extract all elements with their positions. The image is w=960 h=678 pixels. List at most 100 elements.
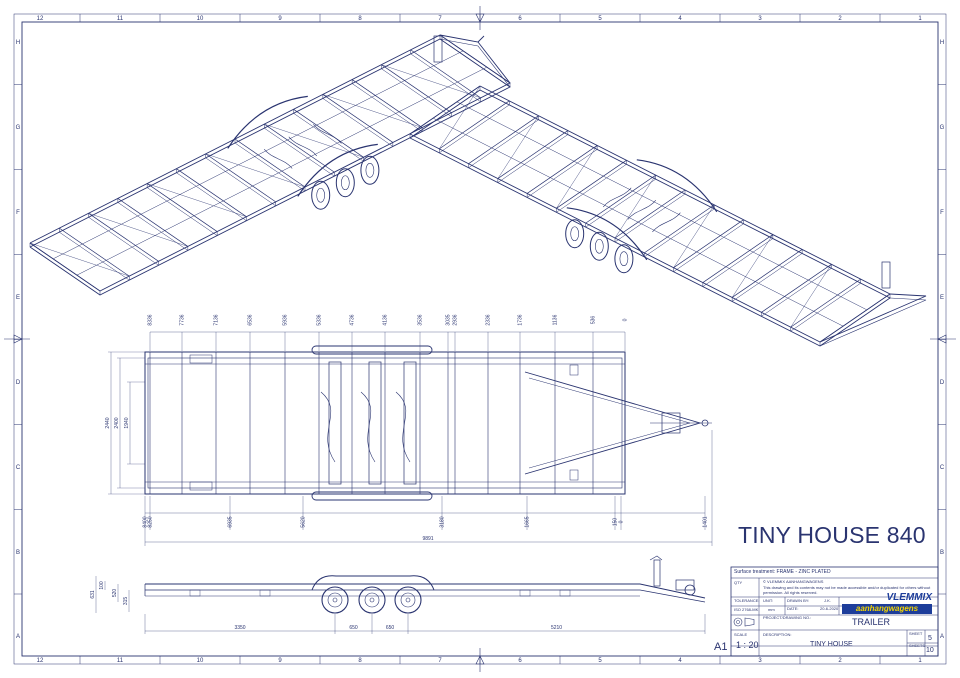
plan-top-dim-1136: 1136 xyxy=(553,314,559,325)
row-label-left-E: E xyxy=(16,295,20,301)
col-label-top-12: 12 xyxy=(37,16,44,22)
plan-top-dim-536: 536 xyxy=(591,316,597,325)
project-label: PROJECT/DRAWING NO.: xyxy=(763,615,812,620)
col-label-bottom-6: 6 xyxy=(518,658,522,664)
sheets-label: SHEETS xyxy=(909,643,926,648)
col-label-bottom-7: 7 xyxy=(438,658,442,664)
row-label-right-H: H xyxy=(940,40,944,46)
side-view xyxy=(144,555,706,614)
plan-top-dim-2936: 2936 xyxy=(453,314,459,325)
project-value: TRAILER xyxy=(852,617,891,627)
plan-bottom-dim-0: 0 xyxy=(619,520,625,523)
col-label-bottom-10: 10 xyxy=(197,658,204,664)
plan-top-dim-4136: 4136 xyxy=(383,314,389,325)
col-label-bottom-4: 4 xyxy=(678,658,682,664)
col-label-bottom-8: 8 xyxy=(358,658,362,664)
drawn-by-value: J.K. xyxy=(824,598,831,603)
sheet-label: SHEET xyxy=(909,631,923,636)
side-left-dim-631: 631 xyxy=(90,590,96,599)
plan-bottom-dim-1665: 1665 xyxy=(525,516,531,527)
row-label-right-A: A xyxy=(940,634,944,640)
side-bottom-dim-5210: 5210 xyxy=(551,625,562,631)
plan-left-dim-2440: 2440 xyxy=(105,417,111,428)
plan-top-dim-0: 0 xyxy=(623,318,629,321)
qty-label: QTY xyxy=(734,580,743,585)
plan-top-dim-3536: 3536 xyxy=(418,314,424,325)
plan-bottom-dim-1401: 1401 xyxy=(703,516,709,527)
plan-bottom-dim-6935: 6935 xyxy=(228,516,234,527)
plan-left-dim-2400: 2400 xyxy=(114,417,120,428)
row-label-left-F: F xyxy=(16,210,20,216)
plan-top-dim-5936: 5936 xyxy=(283,314,289,325)
vlemmix-logo: VLEMMIX aanhangwagens xyxy=(842,593,932,615)
col-label-top-2: 2 xyxy=(838,16,842,22)
col-label-top-4: 4 xyxy=(678,16,682,22)
row-label-right-F: F xyxy=(940,210,944,216)
row-label-right-C: C xyxy=(940,465,945,471)
plan-overall-length: 9891 xyxy=(422,536,433,542)
tolerance-value: ISO 2768-MK xyxy=(734,607,759,612)
sheet-value: 5 xyxy=(928,635,932,642)
col-label-bottom-5: 5 xyxy=(598,658,602,664)
isometric-view-right xyxy=(409,85,927,347)
surface-treatment: Surface treatment: FRAME - ZINC PLATED xyxy=(734,569,831,575)
col-label-top-3: 3 xyxy=(758,16,762,22)
logo-tagline: aanhangwagens xyxy=(842,604,932,614)
plan-top-dim-7136: 7136 xyxy=(214,314,220,325)
tolerance-label: TOLERANCE: xyxy=(734,598,760,603)
description-value: TINY HOUSE xyxy=(810,641,853,648)
plan-top-dim-3035: 3035 xyxy=(446,314,452,325)
unit-label: UNIT: xyxy=(763,598,773,603)
plan-view xyxy=(144,345,712,501)
plan-bottom-dim-8250: 8250 xyxy=(148,516,154,527)
row-label-left-D: D xyxy=(16,380,21,386)
row-label-left-H: H xyxy=(16,40,20,46)
side-bottom-dim-650: 650 xyxy=(386,625,395,631)
plan-left-dim-1940: 1940 xyxy=(124,417,130,428)
isometric-view-left xyxy=(29,34,511,296)
drawing-title: TINY HOUSE 840 xyxy=(738,522,926,548)
row-label-right-B: B xyxy=(940,550,944,556)
col-label-top-5: 5 xyxy=(598,16,602,22)
col-label-top-7: 7 xyxy=(438,16,442,22)
plan-bottom-dim-150: 150 xyxy=(613,518,619,527)
col-label-top-10: 10 xyxy=(197,16,204,22)
col-label-bottom-9: 9 xyxy=(278,658,282,664)
sheet-frame xyxy=(4,6,956,672)
sheets-value: 10 xyxy=(926,647,934,654)
col-label-bottom-1: 1 xyxy=(918,658,922,664)
side-left-dim-315: 315 xyxy=(123,597,129,606)
row-label-left-A: A xyxy=(16,634,20,640)
plan-top-dim-5336: 5336 xyxy=(317,314,323,325)
copyright: © VLEMMIX AANHANGWAGENS xyxy=(763,579,824,584)
col-label-bottom-3: 3 xyxy=(758,658,762,664)
plan-top-dim-7736: 7736 xyxy=(180,314,186,325)
col-label-bottom-11: 11 xyxy=(117,658,124,664)
row-label-left-G: G xyxy=(16,125,21,131)
side-left-dim-520: 520 xyxy=(112,589,118,598)
description-label: DESCRIPTION: xyxy=(763,632,792,637)
date-value: 20-6-2020 xyxy=(820,606,839,611)
col-label-top-9: 9 xyxy=(278,16,282,22)
col-label-bottom-12: 12 xyxy=(37,658,44,664)
scale-label: SCALE xyxy=(734,632,748,637)
plan-top-dim-2336: 2336 xyxy=(486,314,492,325)
plan-top-dim-4736: 4736 xyxy=(350,314,356,325)
sheet-size: A1 xyxy=(714,641,728,653)
col-label-top-1: 1 xyxy=(918,16,922,22)
scale-value: 1 : 20 xyxy=(736,640,759,650)
plan-top-dim-8336: 8336 xyxy=(148,314,154,325)
col-label-bottom-2: 2 xyxy=(838,658,842,664)
side-left-dim-100: 100 xyxy=(99,581,105,590)
row-label-right-D: D xyxy=(940,380,945,386)
drawn-by-label: DRAWN BY: xyxy=(787,598,810,603)
date-label: DATE: xyxy=(787,606,799,611)
row-label-right-G: G xyxy=(940,125,945,131)
side-bottom-dim-3350: 3350 xyxy=(234,625,245,631)
